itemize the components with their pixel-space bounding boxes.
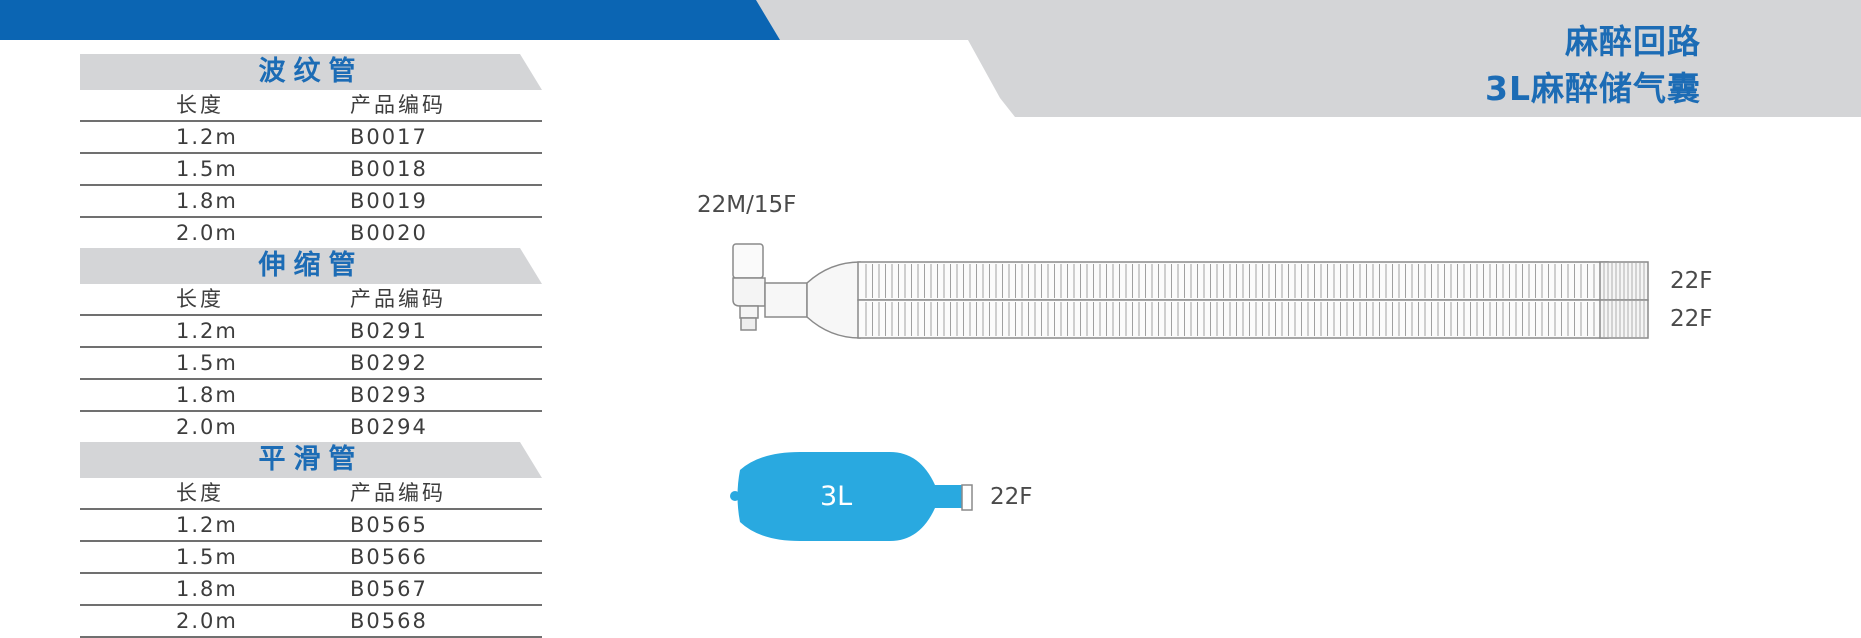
end-size-label-top: 22F: [1670, 268, 1713, 294]
table-row: 1.8m B0019: [80, 186, 542, 218]
table-row: 2.0m B0568: [80, 606, 542, 638]
table-header-row: 长度 产品编码: [80, 478, 542, 510]
section-title: 伸缩管: [258, 250, 364, 281]
section-header-bg: [80, 248, 542, 284]
section-title: 平滑管: [258, 444, 364, 475]
page-title: 麻醉回路: [1565, 22, 1701, 61]
code-cell: B0567: [350, 577, 428, 601]
blue-band: [0, 0, 780, 40]
grey-band: [0, 0, 1861, 117]
code-cell: B0292: [350, 351, 428, 375]
tube-limb-bottom: [857, 299, 1609, 339]
section-header: 波纹管: [80, 54, 542, 90]
code-cell: B0019: [350, 189, 428, 213]
table-row: 1.2m B0017: [80, 122, 542, 154]
column-header-code: 产品编码: [350, 481, 446, 505]
column-header-code: 产品编码: [350, 93, 446, 117]
length-cell: 2.0m: [176, 609, 238, 633]
table-row: 2.0m B0294: [80, 412, 542, 442]
code-cell: B0294: [350, 415, 428, 439]
length-cell: 1.2m: [176, 125, 238, 149]
table-row: 1.2m B0291: [80, 316, 542, 348]
bag-connector-label: 22F: [990, 484, 1033, 510]
length-cell: 1.2m: [176, 319, 238, 343]
code-cell: B0568: [350, 609, 428, 633]
bag-neck-fitting: [961, 484, 973, 511]
tube-limb-top: [857, 261, 1609, 301]
code-cell: B0291: [350, 319, 428, 343]
code-cell: B0017: [350, 125, 428, 149]
elbow-body: [732, 277, 766, 307]
code-cell: B0566: [350, 545, 428, 569]
table-row: 2.0m B0020: [80, 218, 542, 248]
section-header-bg: [80, 442, 542, 478]
elbow-port: [739, 305, 759, 319]
page-subtitle: 3L麻醉储气囊: [1485, 69, 1701, 108]
code-cell: B0293: [350, 383, 428, 407]
length-cell: 1.8m: [176, 189, 238, 213]
length-cell: 1.5m: [176, 545, 238, 569]
column-header-length: 长度: [176, 481, 224, 505]
table-row: 1.5m B0018: [80, 154, 542, 186]
table-row: 1.5m B0566: [80, 542, 542, 574]
connector-size-label: 22M/15F: [697, 192, 797, 218]
column-header-code: 产品编码: [350, 287, 446, 311]
code-cell: B0020: [350, 221, 428, 245]
elbow-connector: [732, 243, 764, 279]
y-piece-body: [806, 261, 861, 339]
section-header: 平滑管: [80, 442, 542, 478]
table-header-row: 长度 产品编码: [80, 90, 542, 122]
elbow-cap: [740, 317, 757, 331]
tube-corrugation: [865, 264, 1595, 336]
end-cuff-bottom: [1599, 299, 1649, 339]
table-row: 1.2m B0565: [80, 510, 542, 542]
table-row: 1.8m B0293: [80, 380, 542, 412]
length-cell: 1.2m: [176, 513, 238, 537]
end-size-label-bottom: 22F: [1670, 306, 1713, 332]
section-title: 波纹管: [258, 56, 364, 87]
column-header-length: 长度: [176, 287, 224, 311]
product-tables: 波纹管 长度 产品编码 1.2m B0017 1.5m B0018 1.8m B001…: [80, 54, 542, 638]
header-banner: [0, 0, 1861, 117]
section-header: 伸缩管: [80, 248, 542, 284]
breathing-circuit: [732, 243, 1649, 339]
code-cell: B0018: [350, 157, 428, 181]
end-cuff-top: [1599, 261, 1649, 301]
table-corrugated-tube: 波纹管 长度 产品编码 1.2m B0017 1.5m B0018 1.8m B001…: [80, 54, 542, 248]
code-cell: B0565: [350, 513, 428, 537]
length-cell: 1.5m: [176, 157, 238, 181]
bag-volume-label: 3L: [820, 481, 853, 512]
length-cell: 1.5m: [176, 351, 238, 375]
bag-tip: [730, 491, 740, 501]
length-cell: 1.8m: [176, 577, 238, 601]
table-row: 1.5m B0292: [80, 348, 542, 380]
length-cell: 2.0m: [176, 415, 238, 439]
y-piece-neck: [764, 282, 808, 318]
column-header-length: 长度: [176, 93, 224, 117]
length-cell: 1.8m: [176, 383, 238, 407]
length-cell: 2.0m: [176, 221, 238, 245]
table-row: 1.8m B0567: [80, 574, 542, 606]
table-header-row: 长度 产品编码: [80, 284, 542, 316]
section-header-bg: [80, 54, 542, 90]
